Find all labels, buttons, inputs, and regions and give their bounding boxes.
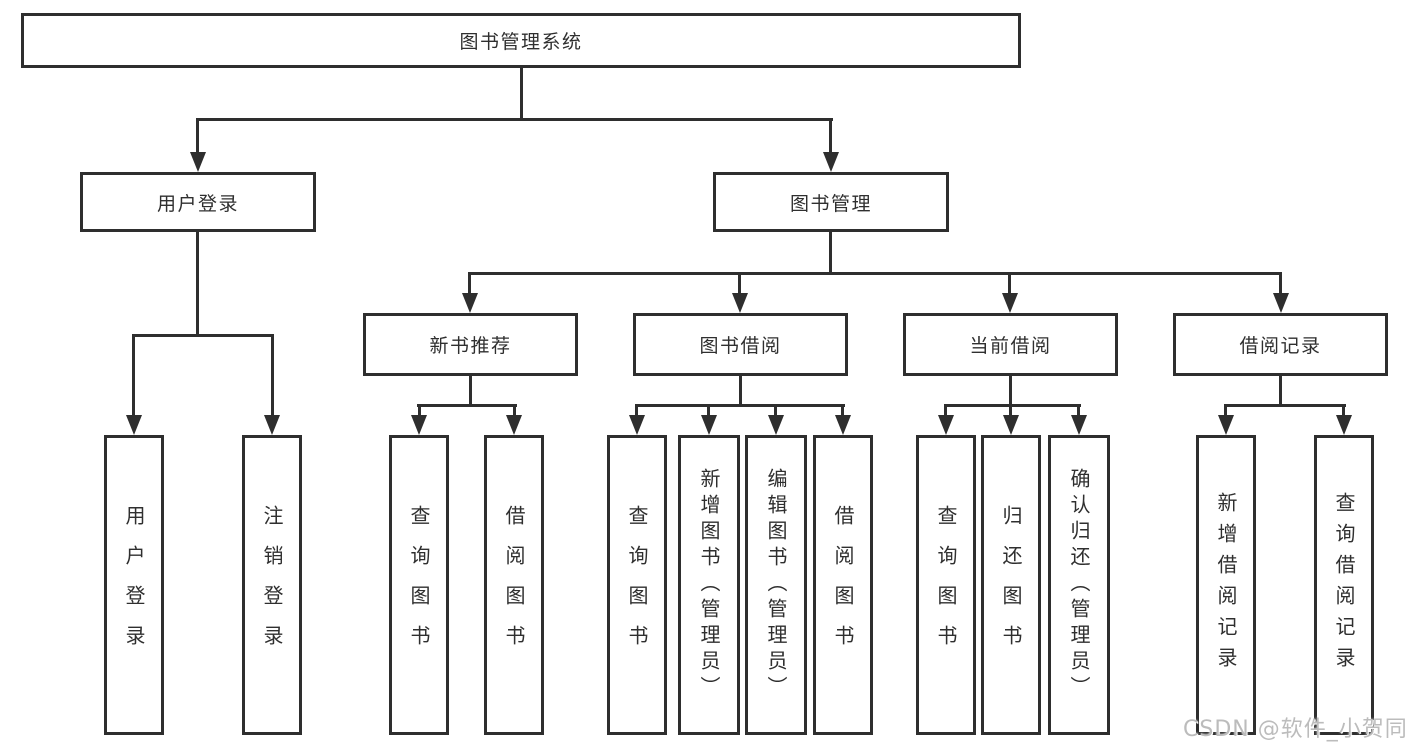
node-library-system: 图书管理系统: [21, 13, 1021, 68]
node-borrow-books: 借阅图书: [813, 435, 873, 735]
connector-line: [132, 334, 274, 337]
connector-line: [1342, 404, 1345, 418]
connector-line: [196, 232, 199, 336]
connector-line: [1009, 376, 1012, 406]
arrow-down-icon: [835, 415, 851, 435]
connector-line: [132, 334, 135, 418]
node-label: 新增图书（管理员）: [697, 468, 721, 702]
connector-line: [418, 404, 421, 418]
node-label: 查询图书: [625, 505, 649, 665]
connector-line: [469, 376, 472, 406]
connector-line: [944, 404, 1081, 407]
arrow-down-icon: [506, 415, 522, 435]
arrow-down-icon: [768, 415, 784, 435]
connector-line: [1009, 404, 1012, 418]
arrow-down-icon: [1002, 293, 1018, 313]
node-query-books: 查询图书: [389, 435, 449, 735]
node-label: 图书借阅: [699, 335, 782, 357]
node-label: 当前借阅: [969, 335, 1052, 357]
node-query-borrow-record: 查询借阅记录: [1314, 435, 1374, 735]
connector-line: [1279, 376, 1282, 406]
csdn-watermark: CSDN @软件_小贺同学: [1183, 717, 1405, 742]
connector-line: [196, 118, 833, 121]
node-user-login: 用户登录: [80, 172, 316, 232]
connector-line: [1224, 404, 1227, 418]
node-book-borrow: 图书借阅: [633, 313, 848, 376]
node-book-management: 图书管理: [713, 172, 949, 232]
connector-line: [1008, 272, 1011, 298]
connector-line: [707, 404, 710, 418]
node-borrow-records: 借阅记录: [1173, 313, 1388, 376]
node-label: 用户登录: [122, 505, 146, 665]
connector-line: [520, 68, 523, 118]
connector-line: [635, 404, 638, 418]
node-label: 借阅记录: [1239, 335, 1322, 357]
node-label: 确认归还（管理员）: [1067, 468, 1091, 702]
arrow-down-icon: [823, 152, 839, 172]
node-new-book-recommend: 新书推荐: [363, 313, 578, 376]
node-label: 图书管理: [789, 192, 872, 215]
arrow-down-icon: [701, 415, 717, 435]
connector-line: [196, 118, 199, 155]
node-label: 查询借阅记录: [1332, 492, 1356, 678]
node-label: 查询图书: [407, 505, 431, 665]
arrow-down-icon: [264, 415, 280, 435]
node-user-login-leaf: 用户登录: [104, 435, 164, 735]
node-query-books: 查询图书: [607, 435, 667, 735]
arrow-down-icon: [126, 415, 142, 435]
connector-line: [1224, 404, 1346, 407]
connector-line: [1077, 404, 1080, 418]
arrow-down-icon: [1071, 415, 1087, 435]
node-label: 借阅图书: [502, 505, 526, 665]
arrow-down-icon: [462, 293, 478, 313]
node-label: 查询图书: [934, 505, 958, 665]
node-edit-books-admin: 编辑图书（管理员）: [745, 435, 807, 735]
node-borrow-books: 借阅图书: [484, 435, 544, 735]
arrow-down-icon: [1003, 415, 1019, 435]
connector-line: [635, 404, 845, 407]
connector-line: [829, 118, 832, 155]
arrow-down-icon: [190, 152, 206, 172]
connector-line: [739, 376, 742, 406]
node-return-books: 归还图书: [981, 435, 1041, 735]
connector-line: [1279, 272, 1282, 298]
connector-line: [513, 404, 516, 418]
node-logout: 注销登录: [242, 435, 302, 735]
node-label: 注销登录: [260, 505, 284, 665]
arrow-down-icon: [1273, 293, 1289, 313]
node-label: 归还图书: [999, 505, 1023, 665]
node-label: 新书推荐: [429, 335, 512, 357]
node-current-borrow: 当前借阅: [903, 313, 1118, 376]
connector-line: [417, 404, 517, 407]
connector-line: [738, 272, 741, 298]
connector-line: [468, 272, 471, 298]
node-add-borrow-record: 新增借阅记录: [1196, 435, 1256, 735]
node-confirm-return-admin: 确认归还（管理员）: [1048, 435, 1110, 735]
node-query-books: 查询图书: [916, 435, 976, 735]
node-add-books-admin: 新增图书（管理员）: [678, 435, 740, 735]
connector-line: [944, 404, 947, 418]
connector-line: [271, 334, 274, 418]
connector-line: [829, 232, 832, 274]
connector-line: [774, 404, 777, 418]
arrow-down-icon: [629, 415, 645, 435]
node-label: 借阅图书: [831, 505, 855, 665]
node-label: 用户登录: [156, 192, 239, 215]
node-label: 图书管理系统: [459, 31, 583, 53]
arrow-down-icon: [1336, 415, 1352, 435]
node-label: 编辑图书（管理员）: [764, 468, 788, 702]
arrow-down-icon: [732, 293, 748, 313]
arrow-down-icon: [938, 415, 954, 435]
node-label: 新增借阅记录: [1214, 492, 1238, 678]
arrow-down-icon: [411, 415, 427, 435]
connector-line: [468, 272, 1282, 275]
arrow-down-icon: [1218, 415, 1234, 435]
connector-line: [841, 404, 844, 418]
